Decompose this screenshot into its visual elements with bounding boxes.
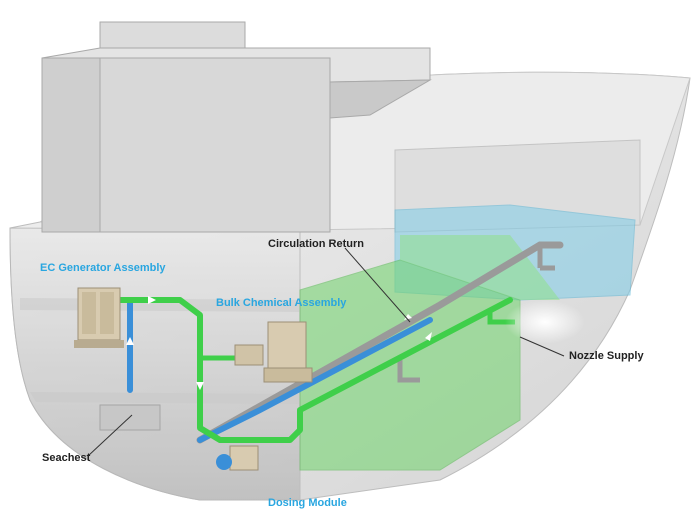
spray-icon — [505, 300, 585, 344]
bulk-chemical-label: Bulk Chemical Assembly — [216, 297, 346, 309]
ec-generator-equipment — [74, 288, 124, 348]
superstructure-side — [42, 58, 100, 232]
superstructure-front — [100, 58, 330, 232]
engine-room-floor-lower — [30, 392, 300, 404]
nozzle-supply-label: Nozzle Supply — [569, 350, 644, 362]
ec-generator-label: EC Generator Assembly — [40, 262, 166, 274]
dosing-module-label: Dosing Module — [268, 497, 347, 509]
superstructure-roof — [100, 22, 245, 48]
circulation-return-label: Circulation Return — [268, 238, 364, 250]
seachest-label: Seachest — [42, 452, 90, 464]
